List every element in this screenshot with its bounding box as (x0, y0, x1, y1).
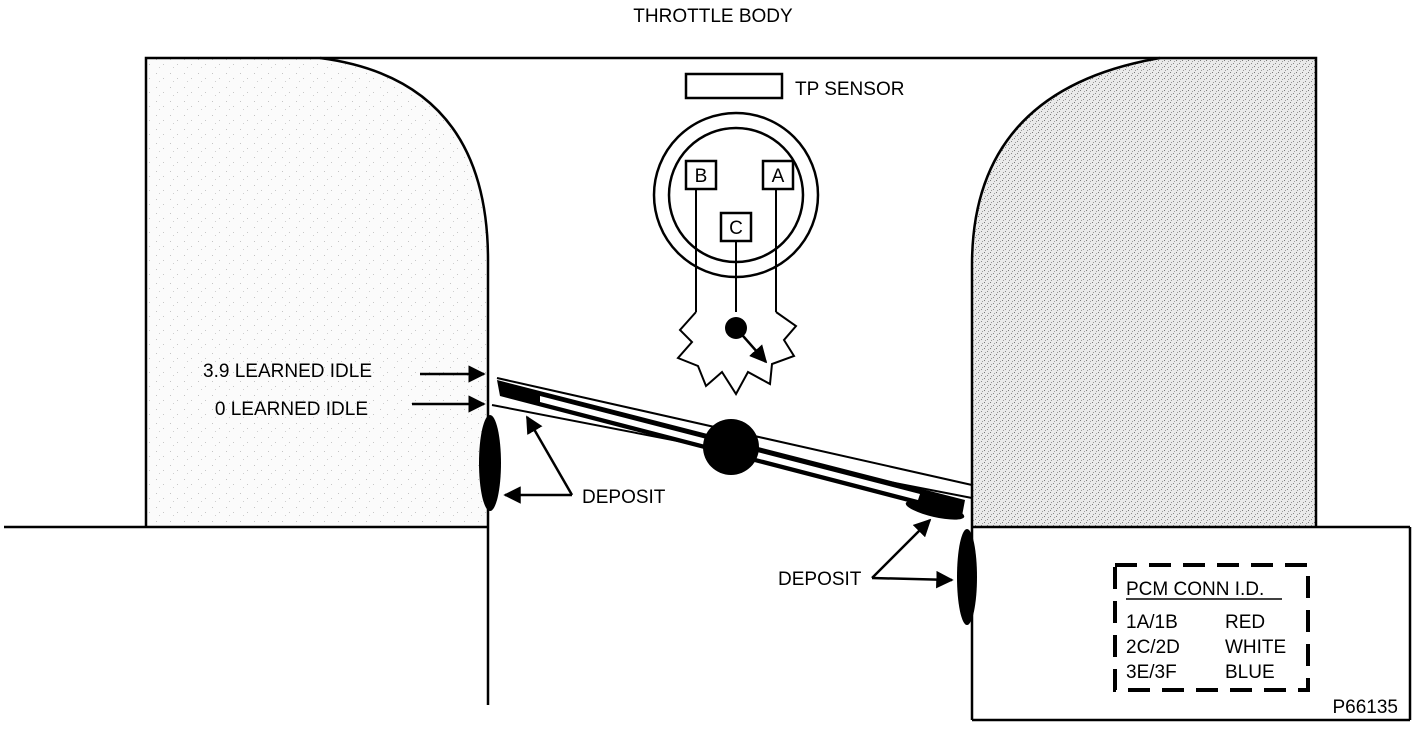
deposit-right-arrow-1 (871, 518, 932, 579)
housing-right-wall (972, 58, 1316, 527)
right-plate-deposit (905, 500, 965, 520)
deposit-right-label: DEPOSIT (778, 569, 862, 590)
left-bore-deposit (479, 415, 501, 511)
terminal-a-box (761, 159, 795, 191)
legend-border (1113, 563, 1310, 692)
throttle-body-housing (4, 56, 1412, 722)
tp-sensor-label: TP SENSOR (795, 79, 904, 100)
right-bore-deposit (957, 529, 977, 625)
terminal-c-label: C (729, 218, 743, 239)
diagram-title: THROTTLE BODY (633, 6, 793, 27)
deposit-left-arrow-2 (525, 415, 574, 496)
bore-right-contour (970, 56, 1161, 720)
tp-sensor-mount (684, 72, 784, 100)
legend-row-3-conn: 3E/3F (1126, 662, 1177, 683)
wiper-arm (735, 327, 768, 364)
legend-row-1-conn: 1A/1B (1126, 612, 1178, 633)
tp-sensor: B A C (652, 72, 820, 396)
resistor-element (676, 311, 798, 396)
pcm-connector-legend: PCM CONN I.D. 1A/1B RED 2C/2D WHITE 3E/3… (1113, 563, 1310, 692)
deposit-left-label: DEPOSIT (582, 487, 666, 508)
legend-title: PCM CONN I.D. (1126, 579, 1264, 600)
deposit-right-arrow-2 (871, 570, 954, 589)
learned-idle-zero-label: 0 LEARNED IDLE (215, 399, 368, 420)
learned-idle-high-label: 3.9 LEARNED IDLE (203, 361, 372, 382)
throttle-shaft (703, 419, 759, 475)
housing-outline (144, 56, 1318, 527)
legend-row-2-color: WHITE (1225, 637, 1286, 658)
housing-left-wall (146, 58, 488, 527)
figure-id: P66135 (1332, 697, 1398, 718)
terminal-a-label: A (772, 166, 785, 187)
throttle-plate (491, 377, 973, 520)
legend-row-2-conn: 2C/2D (1126, 637, 1180, 658)
terminal-b-box (684, 159, 718, 191)
terminal-b-label: B (695, 166, 708, 187)
terminal-c-box (719, 211, 753, 243)
legend-row-3-color: BLUE (1225, 662, 1275, 683)
legend-row-1-color: RED (1225, 612, 1265, 633)
bore-left-contour (319, 56, 490, 705)
